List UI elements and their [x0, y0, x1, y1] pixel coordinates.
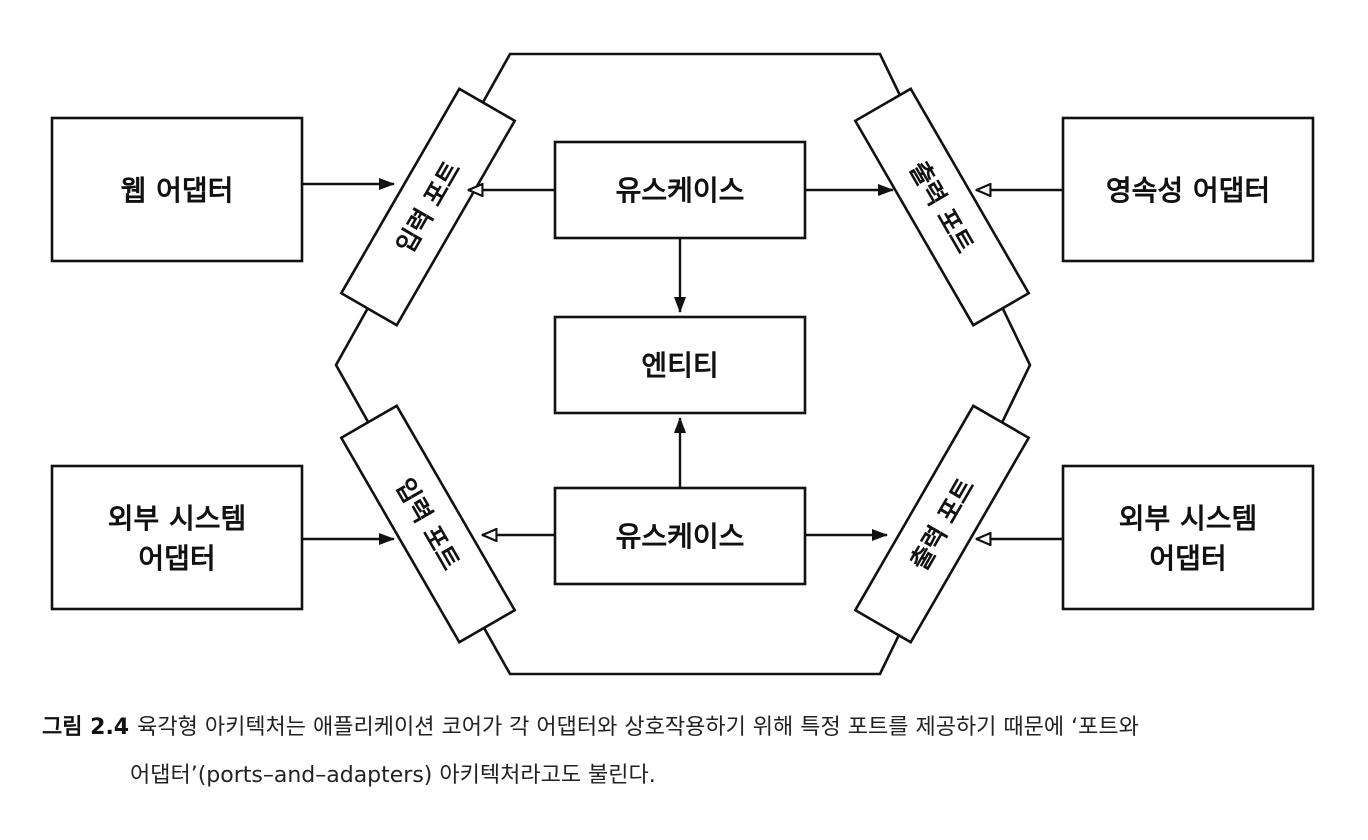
- external-adapter-left-line2: 어댑터: [138, 542, 215, 575]
- figure-number: 그림 2.4: [42, 715, 130, 740]
- external-adapter-left-line1: 외부 시스템: [108, 502, 247, 535]
- entity-label: 엔티티: [641, 349, 718, 382]
- external-adapter-right: 외부 시스템 어댑터: [1061, 464, 1315, 611]
- external-adapter-right-line2: 어댑터: [1149, 542, 1226, 575]
- usecase-bottom-label: 유스케이스: [616, 520, 745, 553]
- caption-text-2: 어댑터’(ports–and–adapters) 아키텍처라고도 불린다.: [130, 763, 656, 788]
- caption-line-2: 어댑터’(ports–and–adapters) 아키텍처라고도 불린다.: [42, 752, 1352, 800]
- caption-text-1: 육각형 아키텍처는 애플리케이션 코어가 각 어댑터와 상호작용하기 위해 특정…: [137, 715, 1139, 740]
- web-adapter-label: 웹 어댑터: [121, 174, 234, 207]
- persistence-adapter: 영속성 어댑터: [1061, 116, 1315, 263]
- web-adapter: 웹 어댑터: [50, 116, 304, 263]
- external-adapter-right-line1: 외부 시스템: [1119, 502, 1258, 535]
- persistence-adapter-label: 영속성 어댑터: [1106, 174, 1270, 207]
- output-port-top: 출력 포트: [853, 87, 1031, 327]
- input-port-top: 입력 포트: [339, 87, 517, 327]
- input-port-bottom: 입력 포트: [339, 404, 517, 644]
- hexagonal-architecture-diagram: 입력 포트 출력 포트 입력 포트 출력 포트 웹 어댑터 영속성 어댑터 외부…: [50, 52, 1315, 676]
- external-adapter-left: 외부 시스템 어댑터: [50, 464, 304, 611]
- usecase-top: 유스케이스: [553, 140, 807, 240]
- caption-line-1: 그림 2.4 육각형 아키텍처는 애플리케이션 코어가 각 어댑터와 상호작용하기…: [42, 704, 1352, 752]
- usecase-top-label: 유스케이스: [616, 174, 745, 207]
- hexagon-boundary: [334, 52, 1032, 676]
- figure-caption: 그림 2.4 육각형 아키텍처는 애플리케이션 코어가 각 어댑터와 상호작용하기…: [42, 704, 1352, 800]
- usecase-bottom: 유스케이스: [553, 486, 807, 586]
- entity: 엔티티: [553, 315, 807, 415]
- output-port-bottom: 출력 포트: [853, 404, 1031, 644]
